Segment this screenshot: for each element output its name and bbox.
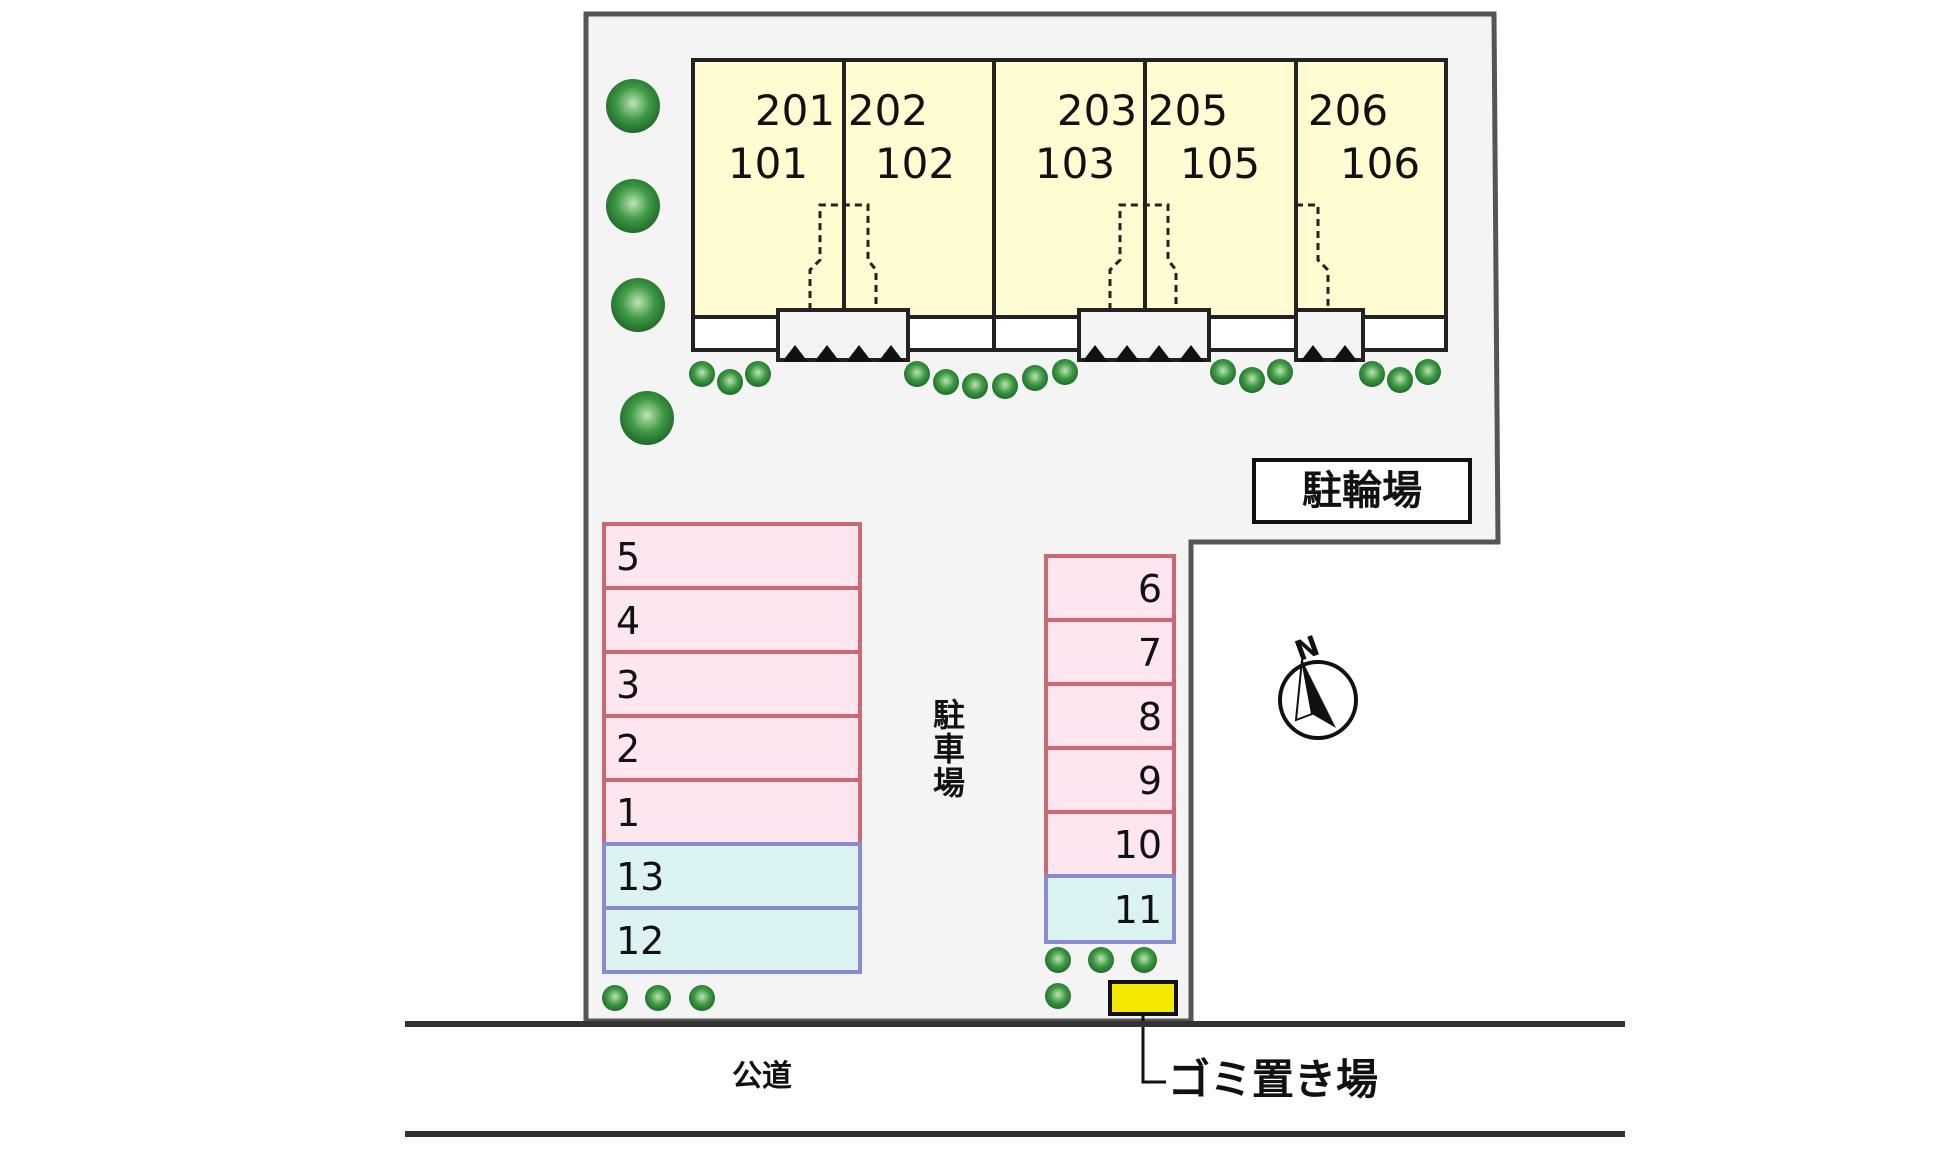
- parking-space-number: 10: [1114, 823, 1162, 867]
- unit-number-lower: 106: [1340, 139, 1420, 188]
- parking-space: [602, 586, 862, 654]
- parking-space: [1044, 682, 1176, 750]
- garbage-area: ゴミ置き場: [1108, 980, 1378, 1104]
- unit-number-lower: 102: [875, 139, 955, 188]
- parking-label: 駐車場: [933, 696, 965, 802]
- parking-space-number: 2: [616, 727, 640, 771]
- shrub: [992, 373, 1018, 399]
- public-road-label: 公道: [732, 1059, 792, 1094]
- shrub: [717, 369, 743, 395]
- parking-space: [1044, 874, 1176, 944]
- unit-number-upper: 201: [755, 86, 835, 135]
- parking-space-number: 6: [1138, 567, 1162, 611]
- shrub: [1210, 359, 1236, 385]
- shrub: [933, 369, 959, 395]
- parking-space: [602, 714, 862, 782]
- parking-space: [602, 650, 862, 718]
- parking-space-number: 11: [1114, 888, 1162, 932]
- parking-space: [602, 906, 862, 974]
- shrub: [1267, 359, 1293, 385]
- shrub: [1387, 367, 1413, 393]
- shrub: [962, 373, 988, 399]
- shrub: [1359, 361, 1385, 387]
- parking-space: [1044, 618, 1176, 686]
- parking-label-char: 駐: [933, 696, 965, 734]
- parking-space: [602, 842, 862, 910]
- public-road: 公道: [405, 1021, 1625, 1137]
- parking-space-number: 13: [616, 855, 664, 899]
- shrub: [602, 985, 628, 1011]
- parking-space-number: 4: [616, 599, 640, 643]
- bicycle-parking: 駐輪場: [1252, 458, 1472, 524]
- shrubs: [602, 359, 1441, 1011]
- shrub: [1088, 947, 1114, 973]
- parking-left-column: 5 4 3 2 1 13 12: [602, 522, 862, 974]
- shrub: [1415, 359, 1441, 385]
- shrub: [645, 985, 671, 1011]
- parking-space-number: 12: [616, 919, 664, 963]
- parking-space-number: 7: [1138, 631, 1162, 675]
- parking-space-number: 3: [616, 663, 640, 707]
- shrub: [689, 361, 715, 387]
- north-compass-icon: N: [1278, 629, 1358, 740]
- shrub: [1131, 947, 1157, 973]
- shrub: [1052, 359, 1078, 385]
- garbage-area-label: ゴミ置き場: [1168, 1055, 1378, 1104]
- unit-number-upper: 202: [848, 86, 928, 135]
- parking-space: [1044, 810, 1176, 878]
- unit-number-upper: 205: [1148, 86, 1228, 135]
- parking-space: [602, 522, 862, 590]
- unit-number-lower: 105: [1180, 139, 1260, 188]
- parking-space-number: 9: [1138, 759, 1162, 803]
- shrub: [1045, 947, 1071, 973]
- parking-right-column: 6 7 8 9 10 11: [1044, 554, 1176, 944]
- shrub: [689, 985, 715, 1011]
- shrub: [1239, 367, 1265, 393]
- unit-number-upper: 203: [1057, 86, 1137, 135]
- unit-number-upper: 206: [1308, 86, 1388, 135]
- parking-space: [602, 778, 862, 846]
- shrub: [904, 361, 930, 387]
- parking-space-number: 5: [616, 535, 640, 579]
- bicycle-parking-label: 駐輪場: [1302, 468, 1422, 514]
- parking-label-char: 場: [933, 764, 965, 802]
- unit-number-lower: 103: [1035, 139, 1115, 188]
- trees-left-column: [606, 79, 674, 445]
- parking-space-number: 8: [1138, 695, 1162, 739]
- parking-label-char: 車: [933, 730, 965, 768]
- shrub: [745, 361, 771, 387]
- shrub: [1022, 365, 1048, 391]
- unit-number-lower: 101: [728, 139, 808, 188]
- shrub: [1045, 983, 1071, 1009]
- parking-space-number: 1: [616, 791, 640, 835]
